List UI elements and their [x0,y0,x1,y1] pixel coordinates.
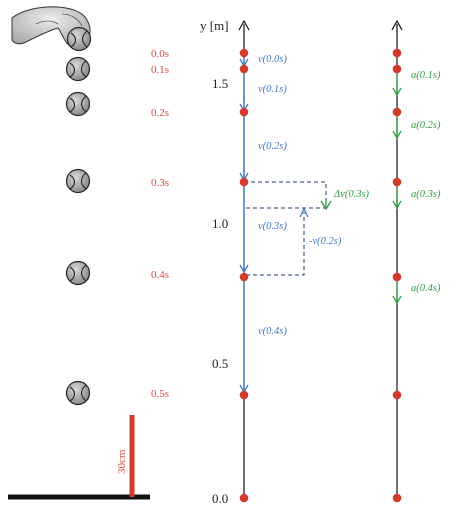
tick-label-1.0: 1.0 [212,216,228,231]
position-marker-ground [239,493,249,503]
time-label-3: 0.3s [151,177,169,189]
velocity-label-4: v(0.4s) [258,326,287,337]
tick-label-1.5: 1.5 [212,76,228,91]
tick-label-0.0: 0.0 [212,491,228,506]
accel-axis-marker-5 [392,390,402,400]
accel-axis-marker-0 [392,48,402,58]
accel-axis-marker-ground [392,493,402,503]
balls [65,26,92,406]
acceleration-arrowhead-4 [392,295,402,305]
position-markers [239,48,249,503]
vector-construction [244,181,332,276]
tennis-ball-icon [66,26,92,52]
time-label-5: 0.5s [151,388,169,400]
acceleration-axis-markers [392,48,402,503]
position-marker-0 [239,48,249,58]
velocity-label-1: v(0.1s) [258,84,287,95]
neg-velocity-label: -v(0.2s) [309,236,342,247]
velocity-arrows [239,53,249,394]
acceleration-arrowhead-3 [392,200,402,210]
acceleration-arrowhead-1 [392,87,402,97]
accel-axis-marker-1 [392,64,402,74]
velocity-label-3: v(0.3s) [258,221,287,232]
position-marker-1 [239,64,249,74]
tennis-ball-icon [65,260,91,286]
time-label-2: 0.2s [151,107,169,119]
velocity-arrowhead-3 [239,264,249,274]
acceleration-label-4: a(0.4s) [411,283,441,294]
velocity-label-0: v(0.0s) [258,54,287,65]
time-label-4: 0.4s [151,269,169,281]
accel-axis-marker-3 [392,177,402,187]
ruler-label: 30cm [116,449,128,474]
position-marker-5 [239,390,249,400]
tennis-ball-icon [65,91,91,117]
tick-label-0.5: 0.5 [212,356,228,371]
acceleration-arrowhead-2 [392,130,402,140]
axis-label: y [m] [200,18,229,33]
delta-v-label: Δv(0.3s) [333,189,370,200]
acceleration-label-2: a(0.2s) [411,120,441,131]
acceleration-label-3: a(0.3s) [411,189,441,200]
tennis-ball-icon [65,56,91,82]
position-marker-4 [239,272,249,282]
accel-axis-marker-4 [392,272,402,282]
tennis-ball-icon [65,380,91,406]
acceleration-label-1: a(0.1s) [411,70,441,81]
tennis-ball-icon [65,168,91,194]
accel-axis-marker-2 [392,107,402,117]
time-label-1: 0.1s [151,64,169,76]
position-marker-2 [239,107,249,117]
acceleration-axis [391,19,403,500]
position-marker-3 [239,177,249,187]
time-label-0: 0.0s [151,48,169,60]
velocity-label-2: v(0.2s) [258,141,287,152]
